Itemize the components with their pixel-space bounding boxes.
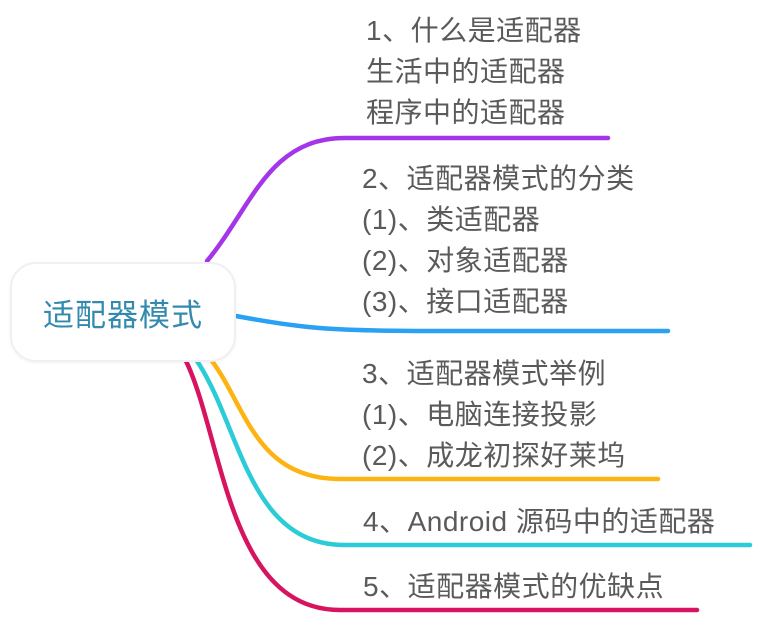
root-topic-label: 适配器模式 (43, 297, 203, 333)
branch-3-topic[interactable]: 3、适配器模式举例 (1)、电脑连接投影 (2)、成龙初探好莱坞 (362, 353, 626, 476)
topic-line: (2)、成龙初探好莱坞 (362, 440, 626, 471)
branch-3-connector (209, 358, 661, 482)
branch-5-topic[interactable]: 5、适配器模式的优缺点 (363, 566, 664, 607)
topic-line: 5、适配器模式的优缺点 (363, 571, 665, 602)
topic-line: (1)、类适配器 (362, 204, 541, 235)
topic-line: 程序中的适配器 (366, 97, 566, 128)
topic-line: 3、适配器模式举例 (362, 358, 607, 389)
root-topic-node[interactable]: 适配器模式 (10, 262, 236, 362)
branch-5-connector (183, 358, 700, 613)
topic-line: 1、什么是适配器 (366, 15, 582, 46)
topic-line: (3)、接口适配器 (362, 286, 569, 317)
topic-line: (1)、电脑连接投影 (362, 399, 598, 430)
topic-line: 生活中的适配器 (366, 56, 566, 87)
branch-4-topic[interactable]: 4、Android 源码中的适配器 (363, 501, 715, 542)
topic-line: 4、Android 源码中的适配器 (363, 506, 716, 537)
branch-4-connector (194, 358, 753, 548)
branch-2-connector (233, 313, 671, 334)
branch-1-topic[interactable]: 1、什么是适配器 生活中的适配器 程序中的适配器 (366, 10, 582, 133)
topic-line: 2、适配器模式的分类 (362, 163, 635, 194)
branch-2-topic[interactable]: 2、适配器模式的分类 (1)、类适配器 (2)、对象适配器 (3)、接口适配器 (362, 158, 635, 322)
topic-line: (2)、对象适配器 (362, 245, 569, 276)
branch-1-connector (204, 135, 611, 264)
